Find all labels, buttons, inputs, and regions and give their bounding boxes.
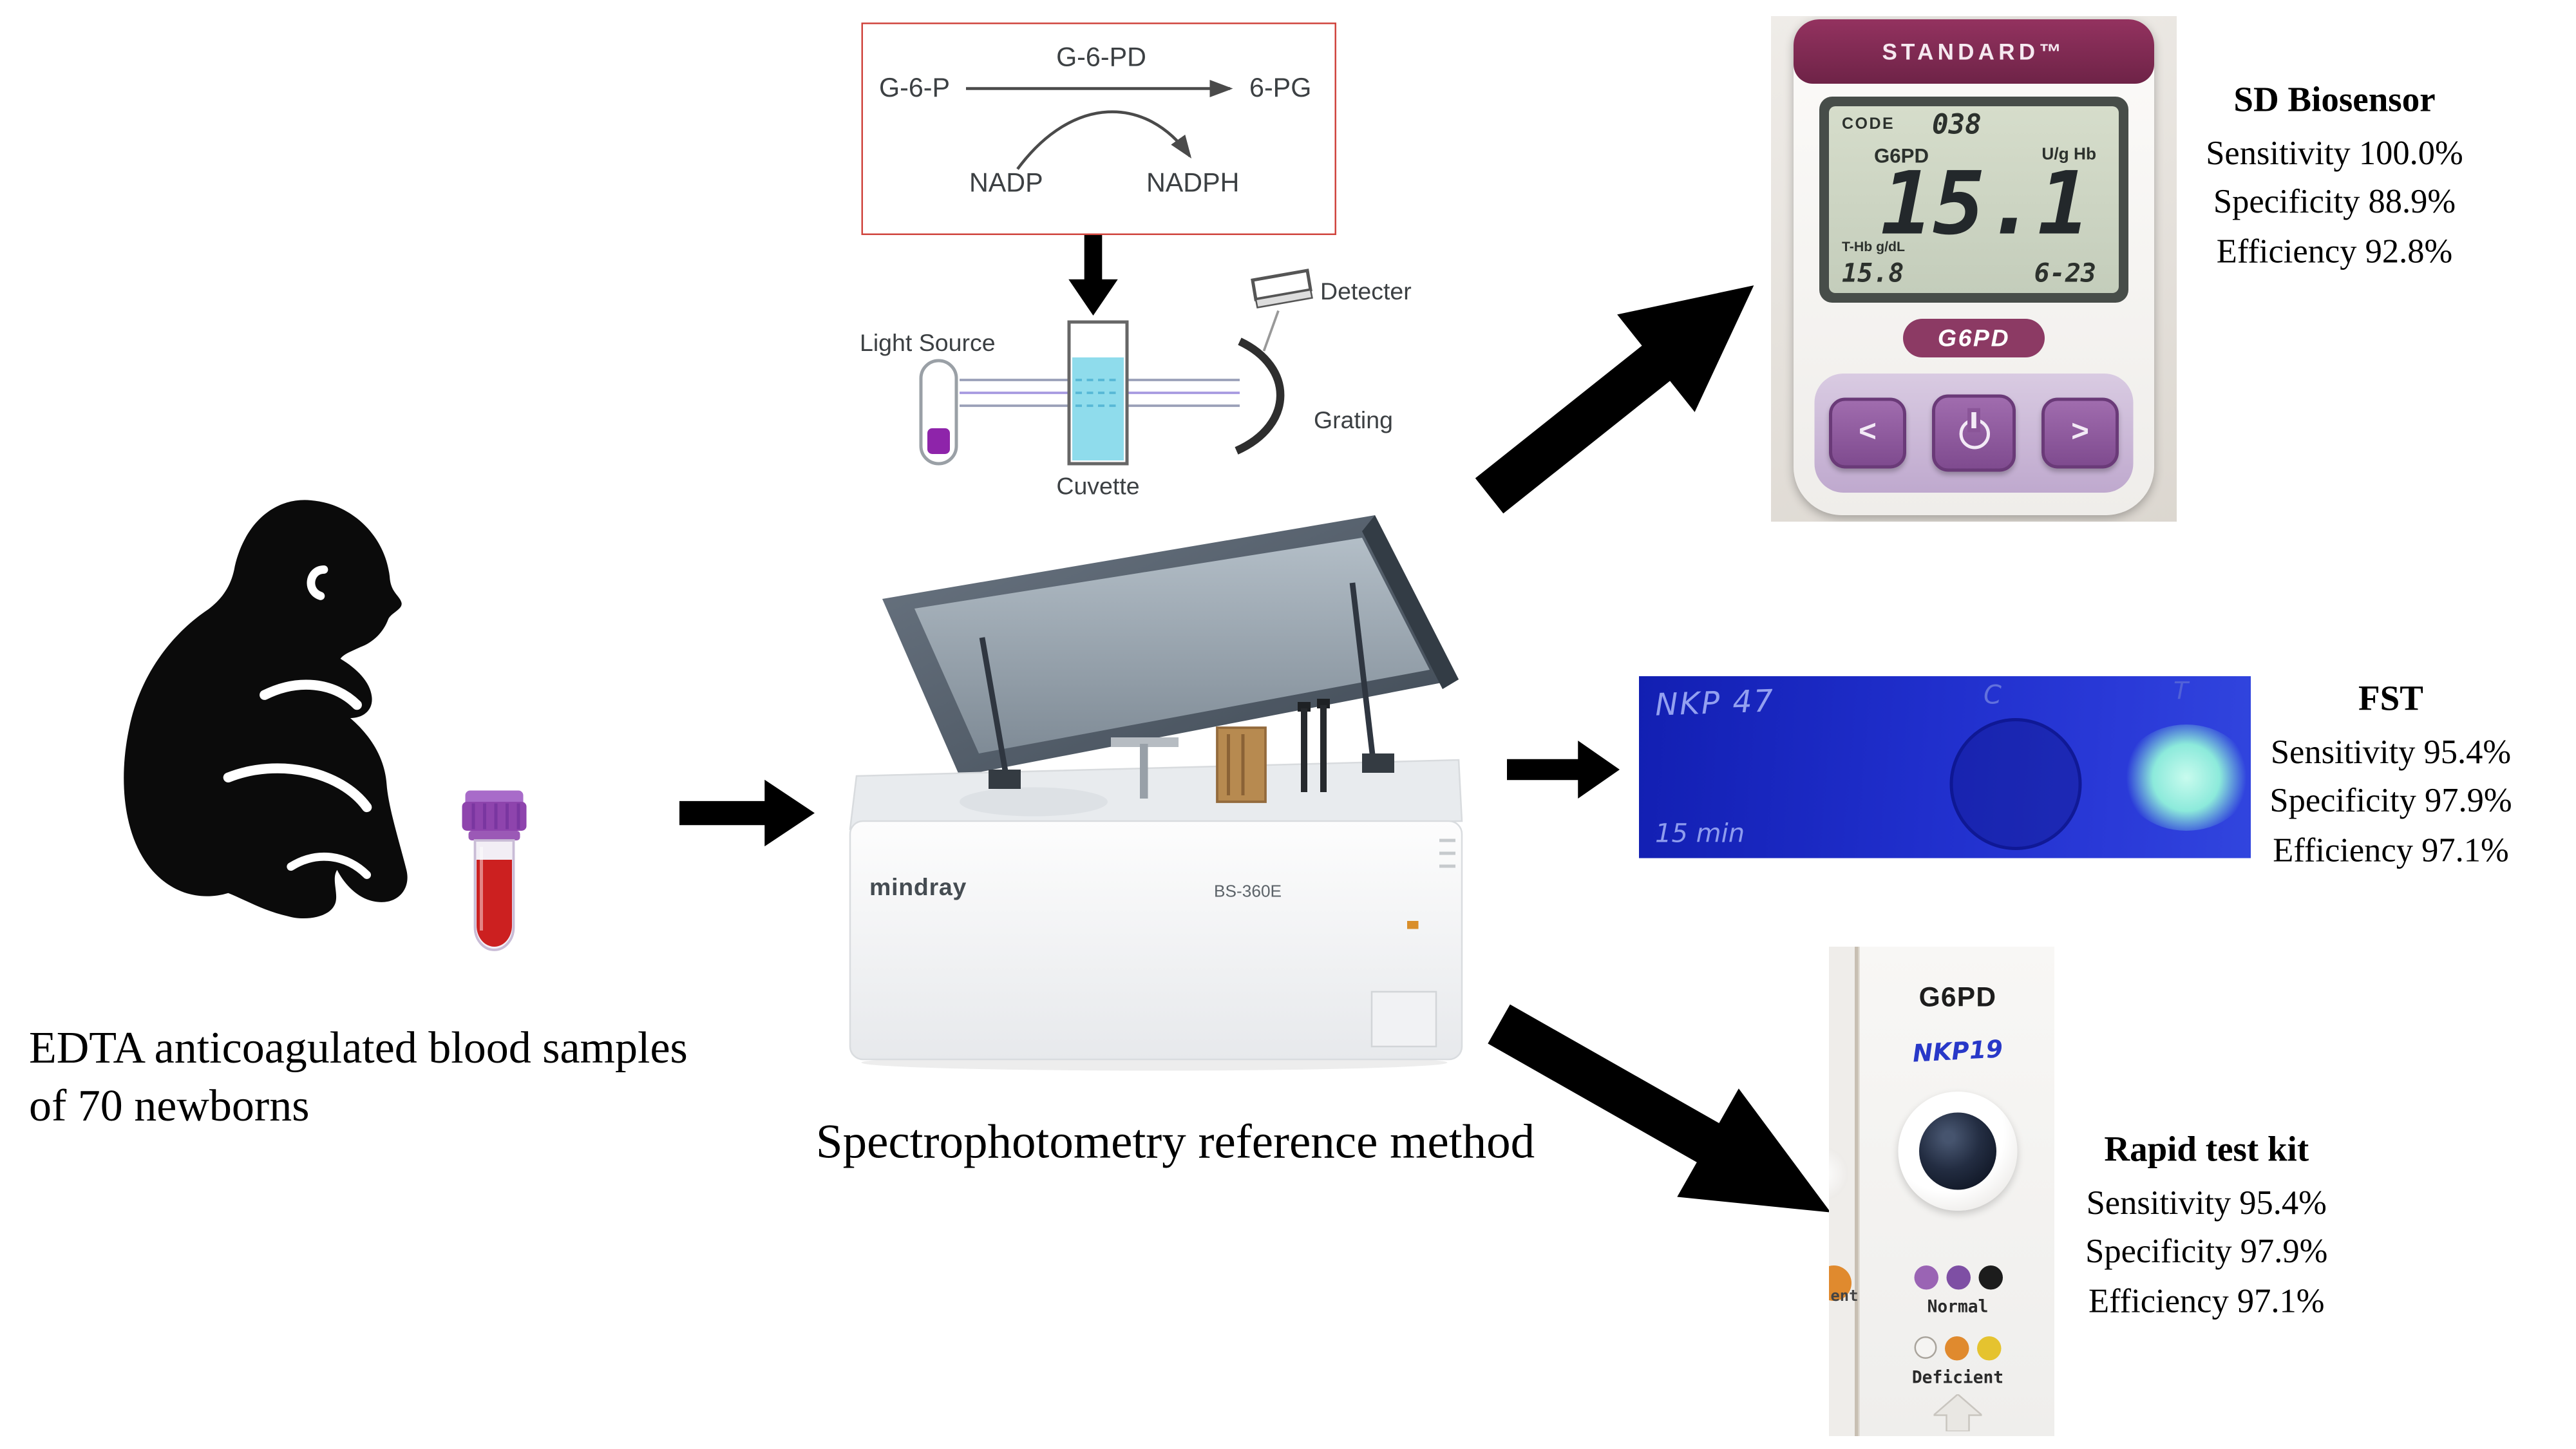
flow-arrow-to-fst [1507, 741, 1620, 799]
flow-arrow-to-rapid-kit [1464, 964, 1864, 1273]
rapid-kit-efficiency: Efficiency 97.1% [2088, 1281, 2325, 1320]
fst-control-label: C [1984, 679, 2002, 710]
left-button[interactable]: < [1829, 397, 1906, 469]
fst-control-spot [1949, 718, 2082, 850]
device-brand: STANDARD™ [1882, 39, 2066, 64]
lcd-screen: CODE 038 G6PD U/g Hb 15.1 T-Hb g/dL 15.8… [1829, 106, 2119, 293]
flow-arrow-to-sd-biosensor [1446, 231, 1797, 550]
lid-hinge-right [1362, 753, 1394, 773]
grating-icon [1235, 337, 1285, 455]
deficient-label: Deficient [1911, 1368, 2004, 1388]
cuvette-label: Cuvette [1056, 473, 1139, 500]
rapid-kit-specificity: Specificity 97.9% [2085, 1232, 2328, 1271]
test-strip: G6PD NKP19 Normal Deficient [1858, 947, 2054, 1436]
blood-tube-icon [462, 790, 527, 951]
sample-caption: EDTA anticoagulated blood samples of 70 … [29, 1021, 688, 1138]
sd-biosensor-title: SD Biosensor [2233, 79, 2436, 120]
sd-biosensor-results: SD Biosensor Sensitivity 100.0% Specific… [2182, 74, 2488, 276]
fst-fluorescent-spot [2122, 724, 2251, 831]
fst-time-note: 15 min [1655, 818, 1745, 849]
device-brand-band: STANDARD™ [1794, 19, 2154, 84]
enzyme-label: G-6-PD [1056, 43, 1146, 72]
substrate-label: G-6-P [879, 73, 950, 102]
sample-well [1919, 1112, 1996, 1190]
fst-title: FST [2358, 677, 2423, 719]
product-label: 6-PG [1249, 73, 1311, 102]
grating-label: Grating [1314, 406, 1393, 433]
fst-photo: NKP 47 C T 15 min [1639, 676, 2251, 858]
reaction-diagram: G-6-P G-6-PD 6-PG NADP NADPH [879, 43, 1311, 198]
sd-biosensor-device: STANDARD™ CODE 038 G6PD U/g Hb 15.1 T-Hb… [1794, 19, 2154, 515]
fst-specificity: Specificity 97.9% [2269, 781, 2512, 820]
rapid-kit-sensitivity: Sensitivity 95.4% [2086, 1183, 2327, 1222]
g6pd-reaction-box: G-6-P G-6-PD 6-PG NADP NADPH [861, 23, 1336, 235]
sd-biosensor-sensitivity: Sensitivity 100.0% [2206, 133, 2463, 173]
unit-label: U/g Hb [2041, 145, 2096, 164]
button-panel: < > [1814, 374, 2134, 493]
sd-biosensor-efficiency: Efficiency 92.8% [2216, 231, 2453, 270]
fst-sample-id: NKP 47 [1654, 683, 1776, 724]
reduced-cofactor-label: NADPH [1146, 168, 1239, 198]
newborn-baby-icon [124, 500, 408, 919]
cofactor-label: NADP [969, 168, 1043, 198]
sample-caption-line2: of 70 newborns [29, 1082, 310, 1133]
strip-direction-arrow-icon [1933, 1394, 1982, 1432]
normal-label: Normal [1927, 1298, 1989, 1317]
assay-label: G6PD [1874, 145, 1929, 167]
mindray-analyzer: mindray BS-360E [849, 515, 1463, 1071]
sample-caption-line1: EDTA anticoagulated blood samples [29, 1024, 688, 1074]
reference-method-caption: Spectrophotometry reference method [815, 1115, 1535, 1170]
power-button[interactable] [1932, 394, 2016, 472]
thb-label: T-Hb g/dL [1842, 238, 1905, 254]
time-value: 6-23 [2034, 258, 2096, 289]
reading-value: 15.1 [1880, 153, 2090, 254]
lcd-bezel: CODE 038 G6PD U/g Hb 15.1 T-Hb g/dL 15.8… [1819, 97, 2128, 303]
rapid-kit-results: Rapid test kit Sensitivity 95.4% Specifi… [2058, 1124, 2356, 1325]
detector-label: Detecter [1320, 278, 1412, 305]
sample-drawer [1370, 990, 1437, 1048]
light-source-label: Light Source [860, 329, 996, 356]
device-model-badge: G6PD [1903, 319, 2045, 357]
adjacent-partial-text: ent [1830, 1288, 1859, 1306]
flow-arrow-sample-to-analyzer [679, 779, 815, 847]
thb-value: 15.8 [1842, 258, 1904, 289]
code-label: CODE [1842, 116, 1895, 134]
fst-test-label: T [2174, 676, 2188, 705]
rapid-kit-title: Rapid test kit [2104, 1128, 2309, 1170]
code-value: 038 [1932, 109, 1982, 142]
sd-biosensor-specificity: Specificity 88.9% [2213, 182, 2456, 222]
fst-results: FST Sensitivity 95.4% Specificity 97.9% … [2262, 673, 2520, 875]
fst-efficiency: Efficiency 97.1% [2273, 830, 2509, 869]
lid-hinge-left [989, 770, 1021, 789]
strip-sample-id: NKP19 [1911, 1034, 2004, 1068]
fst-sensitivity: Sensitivity 95.4% [2270, 732, 2512, 772]
right-button[interactable]: > [2041, 397, 2119, 469]
deficient-color-dots [1860, 1336, 2055, 1361]
probe-arm [1140, 744, 1148, 799]
rapid-test-kit-photo: ent G6PD NKP19 Normal Deficient [1829, 947, 2054, 1436]
flow-arrow-reaction-to-schematic [1068, 235, 1118, 316]
analyzer-brand: mindray [869, 873, 967, 900]
sd-biosensor-photo: STANDARD™ CODE 038 G6PD U/g Hb 15.1 T-Hb… [1771, 16, 2177, 522]
analyzer-model: BS-360E [1214, 882, 1282, 901]
strip-assay-name: G6PD [1918, 982, 1997, 1013]
spectrophotometer-schematic: Light Source Cuvette Grating Detecter [860, 269, 1412, 500]
normal-color-dots [1860, 1265, 2055, 1290]
